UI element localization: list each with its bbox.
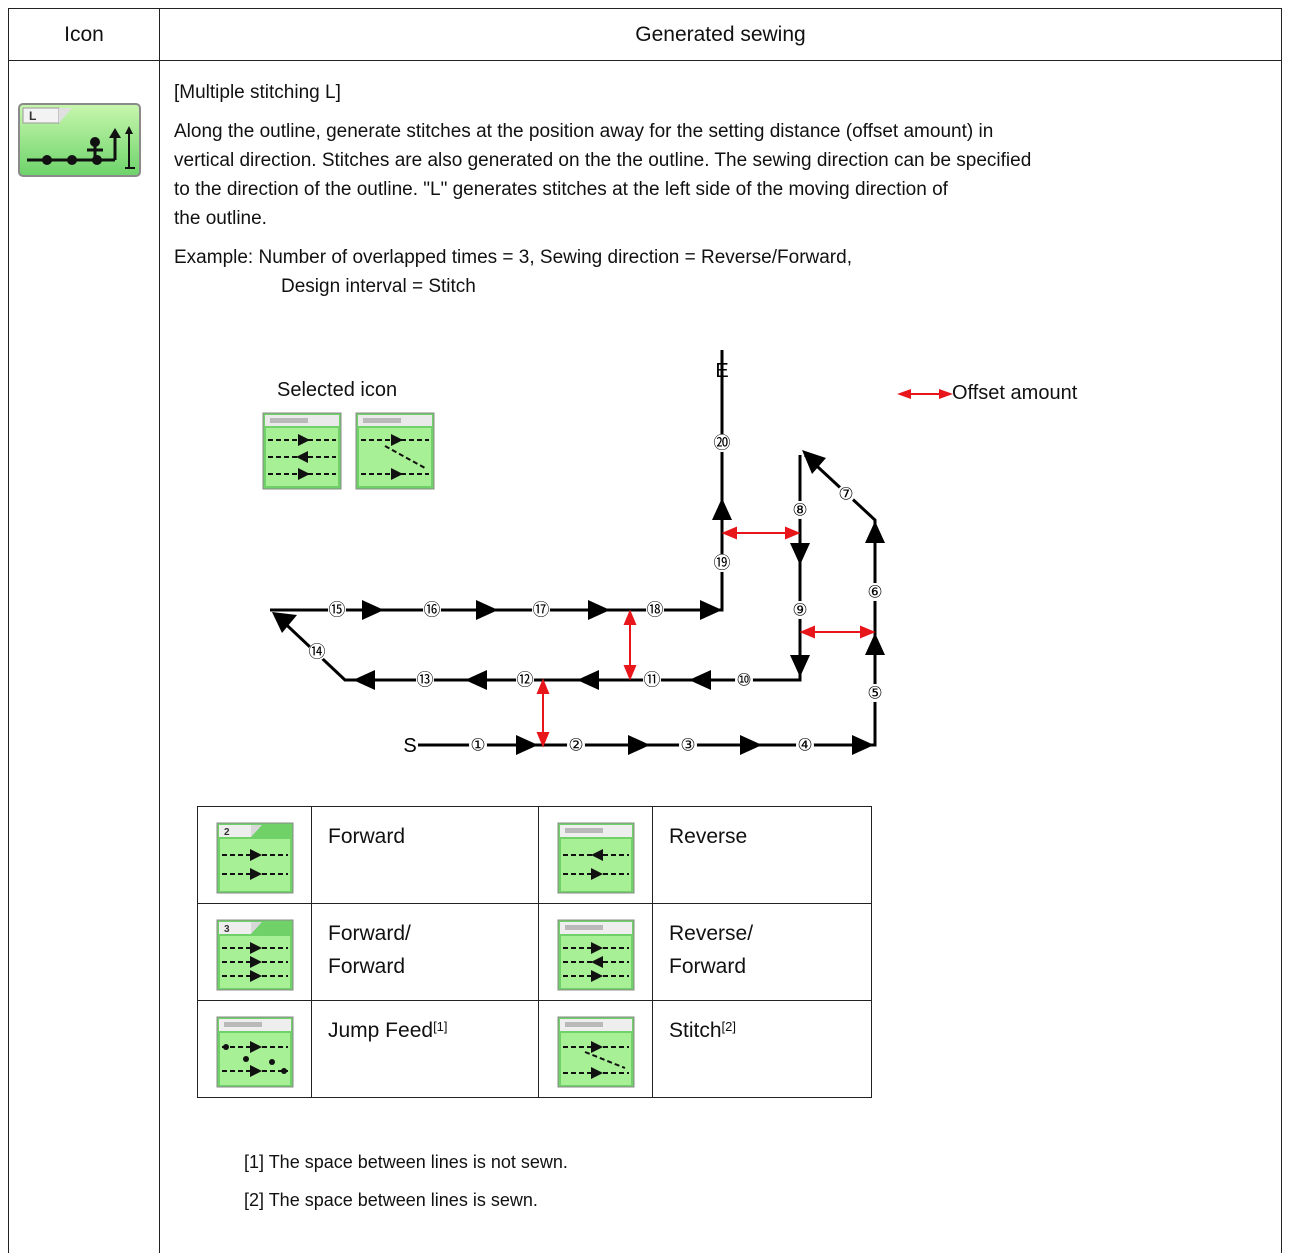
icon-cell bbox=[538, 903, 653, 1001]
step-17-label: ⑰ bbox=[533, 601, 550, 620]
forward-icon: 2 bbox=[216, 822, 294, 894]
step-9-label: ⑨ bbox=[792, 601, 807, 620]
step-3-label: ③ bbox=[680, 736, 695, 755]
sewing-path-diagram: ① ② ③ ④ ⑤ ⑥ ⑦ ⑧ ⑨ ⑩ ⑪ ⑫ ⑬ ⑭ ⑮ ⑯ ⑰ ⑱ ⑲ ⑳ … bbox=[270, 350, 885, 757]
icon-cell: 3 bbox=[197, 903, 312, 1001]
forward-label: Forward bbox=[328, 825, 406, 848]
step-18-label: ⑱ bbox=[647, 601, 664, 620]
end-label: E bbox=[715, 360, 728, 382]
step-4-label: ④ bbox=[797, 736, 812, 755]
section-title: [Multiple stitching L] bbox=[174, 82, 341, 103]
stitch-label: Stitch[2] bbox=[669, 1019, 736, 1042]
step-11-label: ⑪ bbox=[644, 671, 661, 690]
sewing-direction-table: 2 Forward Reverse bbox=[197, 806, 872, 1098]
footnote-2: [2] The space between lines is sewn. bbox=[244, 1190, 538, 1210]
icon-cell bbox=[538, 806, 653, 904]
header-icon-column: Icon bbox=[64, 23, 104, 46]
example-line-2: Design interval = Stitch bbox=[281, 276, 476, 297]
selected-icon-label: Selected icon bbox=[277, 379, 398, 401]
main-table: Icon Generated sewing bbox=[8, 8, 1282, 1253]
footnote-1: [1] The space between lines is not sewn. bbox=[244, 1152, 568, 1172]
table-row: 2 Forward Reverse bbox=[197, 806, 872, 904]
label-cell: Reverse/Forward bbox=[652, 903, 872, 1001]
label-cell: Jump Feed[1] bbox=[311, 1000, 539, 1098]
step-12-label: ⑫ bbox=[517, 671, 534, 690]
jump-feed-icon bbox=[216, 1016, 294, 1088]
icon-cell bbox=[538, 1000, 653, 1098]
step-8-label: ⑧ bbox=[792, 501, 807, 520]
step-13-label: ⑬ bbox=[417, 671, 434, 690]
reverse-forward-label: Reverse/Forward bbox=[669, 922, 754, 978]
forward-forward-icon: 3 bbox=[216, 919, 294, 991]
reverse-label: Reverse bbox=[669, 825, 748, 848]
reverse-forward-icon bbox=[262, 412, 342, 490]
description-line-3: to the direction of the outline. "L" gen… bbox=[174, 179, 948, 200]
step-5-label: ⑤ bbox=[867, 684, 882, 703]
step-1-label: ① bbox=[470, 736, 485, 755]
svg-text:3: 3 bbox=[224, 924, 230, 935]
label-cell: Stitch[2] bbox=[652, 1000, 872, 1098]
header-row: Icon Generated sewing bbox=[9, 9, 1281, 61]
step-15-label: ⑮ bbox=[329, 601, 346, 620]
step-19-label: ⑲ bbox=[714, 554, 731, 573]
stitch-icon bbox=[557, 1016, 635, 1088]
step-16-label: ⑯ bbox=[424, 601, 441, 620]
example-line-1: Example: Number of overlapped times = 3,… bbox=[174, 247, 852, 268]
icon-cell: 2 bbox=[197, 806, 312, 904]
icon-cell bbox=[197, 1000, 312, 1098]
multiple-stitching-l-icon: L bbox=[18, 103, 141, 177]
step-6-label: ⑥ bbox=[867, 583, 882, 602]
svg-text:L: L bbox=[29, 109, 36, 123]
table-row: Jump Feed[1] Stitch[2] bbox=[197, 1000, 872, 1098]
svg-text:2: 2 bbox=[224, 827, 230, 838]
column-divider bbox=[159, 9, 160, 1253]
step-7-label: ⑦ bbox=[838, 485, 853, 504]
label-cell: Forward/Forward bbox=[311, 903, 539, 1001]
stitch-icon bbox=[355, 412, 435, 490]
header-generated-column: Generated sewing bbox=[635, 23, 806, 46]
step-10-label: ⑩ bbox=[736, 671, 751, 690]
label-cell: Reverse bbox=[652, 806, 872, 904]
jump-feed-label: Jump Feed[1] bbox=[328, 1019, 448, 1042]
reverse-icon bbox=[557, 822, 635, 894]
description-line-4: the outline. bbox=[174, 208, 267, 229]
description-line-2: vertical direction. Stitches are also ge… bbox=[174, 150, 1032, 171]
step-2-label: ② bbox=[568, 736, 583, 755]
table-row: 3 Forward/Forward Re bbox=[197, 903, 872, 1001]
step-20-label: ⑳ bbox=[714, 434, 731, 453]
start-label: S bbox=[403, 735, 416, 757]
forward-forward-label: Forward/Forward bbox=[328, 922, 411, 978]
reverse-forward-icon bbox=[557, 919, 635, 991]
offset-amount-label: Offset amount bbox=[952, 382, 1078, 404]
label-cell: Forward bbox=[311, 806, 539, 904]
description-line-1: Along the outline, generate stitches at … bbox=[174, 121, 994, 142]
step-14-label: ⑭ bbox=[309, 643, 326, 662]
offset-arrow-legend-icon bbox=[897, 389, 953, 399]
